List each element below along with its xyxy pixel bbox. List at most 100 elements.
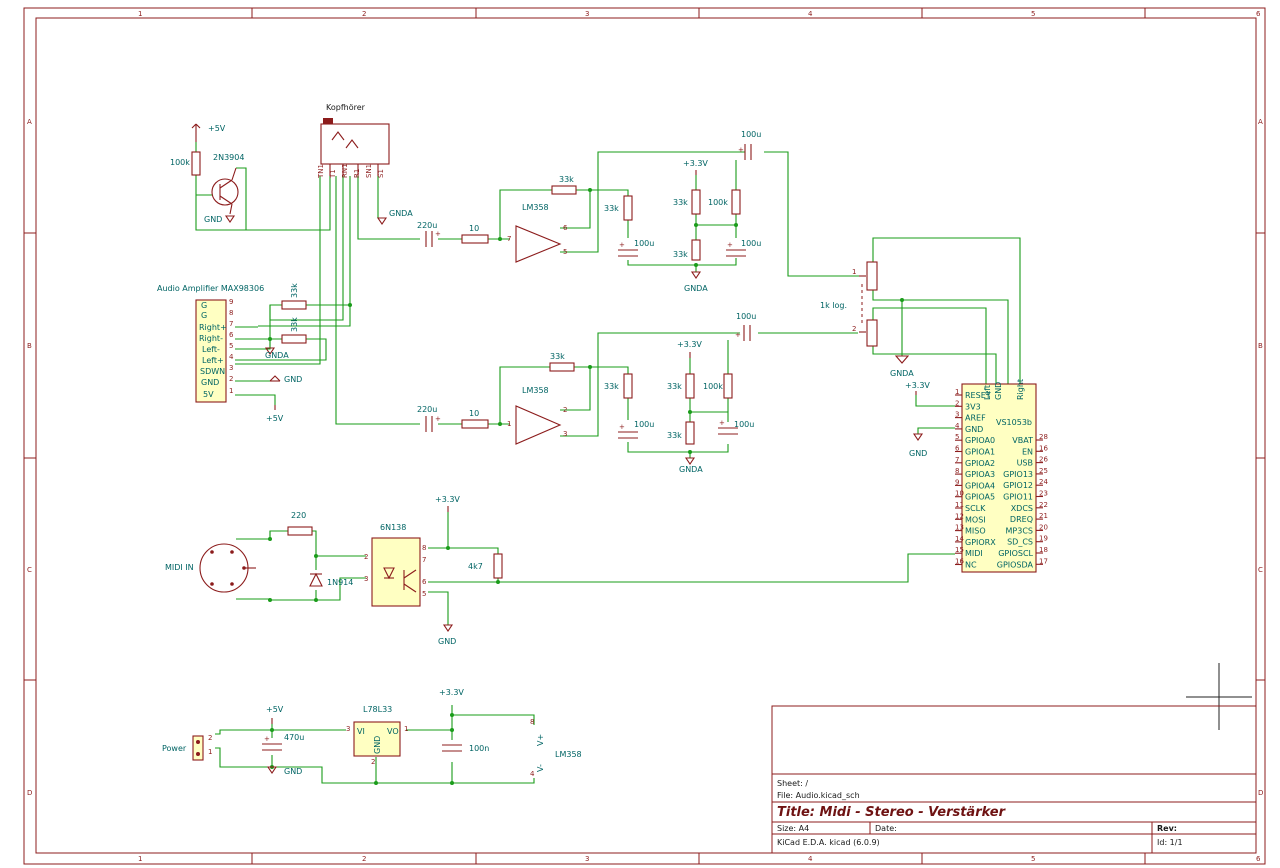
vs-left-pin-label: GPIOA0 [965, 436, 995, 445]
vs-left-pins: RESET13V32AREF3GND4GPIOA05GPIOA16GPIOA27… [955, 388, 996, 570]
lm358-power-pins: 8 4 V+ V- LM358 [530, 718, 582, 778]
vs-right-pin-num: 16 [1039, 444, 1048, 452]
svg-text:2: 2 [208, 734, 212, 742]
r33k-upper-div2-label: 33k [673, 250, 688, 259]
vs-left-pin-label: GPIOA3 [965, 470, 995, 479]
col-label-6-bottom: 6 [1256, 855, 1261, 863]
svg-text:3: 3 [346, 725, 350, 733]
amp-pin-num-9: 9 [229, 298, 233, 306]
resistor-4k7: 4k7 [468, 553, 503, 579]
jack-pin-t1: T1 [329, 169, 337, 179]
amp-pin-right-plus: Right+ [199, 323, 227, 332]
c220u-lower-label: 220u [417, 405, 437, 414]
amp-pin-sdwn: SDWN [200, 367, 225, 376]
lm358-power-label: LM358 [555, 750, 582, 759]
upper-channel: + 220u 10 7 6 5 LM358 33k 33k + 100u 33k… [417, 130, 761, 293]
schematic-title: Title: Midi - Stereo - Verstärker [777, 805, 1007, 820]
vs-left-pin-num: 9 [955, 478, 959, 486]
capacitor-470u: + 470u +5V GND [262, 705, 304, 776]
plus5v-label-amp: +5V [266, 414, 284, 423]
headphone-jack: Kopfhörer TN1 T1 RN1 R1 SN1 S1 [317, 103, 390, 179]
svg-text:1: 1 [404, 725, 408, 733]
vs-power-symbols: +3.3V GND [905, 381, 930, 458]
amp-pin-num-1: 1 [229, 387, 233, 395]
vs-left-pin-num: 8 [955, 467, 959, 475]
plus5v-power-label: +5V [266, 705, 284, 714]
col-label-4-bottom: 4 [808, 855, 813, 863]
row-label-c-right: C [1258, 566, 1263, 574]
title-block: Sheet: / File: Audio.kicad_sch Title: Mi… [771, 705, 1257, 854]
vs-left-pin-num: 11 [955, 501, 964, 509]
power-connector: 2 1 Power [162, 734, 212, 761]
c100u-lower-2-label: 100u [734, 420, 754, 429]
svg-text:7: 7 [507, 235, 511, 243]
opamp-upper-label: LM358 [522, 203, 549, 212]
vs-left-pin-num: 1 [955, 388, 959, 396]
svg-text:5: 5 [422, 590, 426, 598]
row-label-a: A [27, 118, 32, 126]
r33k-lower-div2-label: 33k [667, 431, 682, 440]
vs1053b-module: VS1053b RESET13V32AREF3GND4GPIOA05GPIOA1… [955, 379, 1048, 573]
reg-vi-label: VI [357, 727, 365, 736]
svg-text:5: 5 [563, 248, 567, 256]
r4k7-label: 4k7 [468, 562, 483, 571]
gnda-lower-label: GNDA [679, 465, 703, 474]
vs-right-pin-label: MP3CS [1006, 526, 1033, 535]
amp-pin-right-minus: Right- [199, 334, 223, 343]
vs-right-pin-num: 20 [1039, 523, 1048, 531]
r33k-upper-label: 33k [604, 204, 619, 213]
row-label-a-right: A [1258, 118, 1263, 126]
midi-in-connector: MIDI IN [165, 543, 256, 593]
row-label-b-right: B [1258, 342, 1263, 350]
vs-left-pin-label: SCLK [965, 504, 986, 513]
r33k-lower-div1-label: 33k [667, 382, 682, 391]
svg-text:4: 4 [530, 770, 535, 778]
reg-vo-label: VO [387, 727, 399, 736]
vs-right-pin-label: GPIOSCL [998, 549, 1033, 558]
vs-left-pin-label: GPIOA1 [965, 448, 995, 457]
svg-text:1: 1 [852, 268, 856, 276]
potentiometer-1k-log: 1 2 1k log. GNDA [820, 261, 914, 378]
jack-pin-rn1: RN1 [341, 163, 349, 178]
amp-pin-num-3: 3 [229, 364, 233, 372]
amp-pin-num-7: 7 [229, 320, 233, 328]
vs-left-pin-num: 3 [955, 411, 959, 419]
svg-text:6: 6 [563, 224, 568, 232]
amp-pin-gnd: GND [201, 378, 219, 387]
vs-right-pin-label: XDCS [1011, 504, 1033, 513]
col-label-2-bottom: 2 [362, 855, 366, 863]
plus3v3-vs-label: +3.3V [905, 381, 930, 390]
vs-right-pin-num: 24 [1039, 478, 1048, 486]
amp-pin-num-2: 2 [229, 375, 233, 383]
vs-top-gnd: GND [994, 382, 1003, 400]
transistor-label: 2N3904 [213, 153, 244, 162]
vs-left-pin-label: GPIOA4 [965, 481, 995, 490]
col-label-3: 3 [585, 10, 589, 18]
r10-upper-label: 10 [469, 224, 479, 233]
jack-pin-s1: S1 [377, 169, 385, 178]
r33k-upper-div1-label: 33k [673, 198, 688, 207]
svg-text:8: 8 [530, 718, 534, 726]
col-label-1: 1 [138, 10, 142, 18]
gnd-vs-label: GND [909, 449, 927, 458]
jack-pin-sn1: SN1 [365, 164, 373, 178]
gnd-power-label: GND [284, 767, 302, 776]
lower-channel: + 220u 10 1 2 3 LM358 33k 33k + 100u 33k… [417, 312, 756, 474]
power-label: Power [162, 744, 187, 753]
vs-left-pin-num: 12 [955, 512, 964, 520]
reg-gnd-label: GND [373, 736, 382, 754]
regulator-label: L78L33 [363, 705, 392, 714]
vs-left-pin-label: GPIORX [965, 538, 996, 547]
gnd-label-transistor: GND [204, 215, 222, 224]
amp-pin-g2: G [201, 311, 207, 320]
svg-text:2: 2 [364, 553, 368, 561]
midi-power-symbols: +3.3V GND [435, 495, 460, 646]
svg-text:3: 3 [563, 430, 567, 438]
vs-title: VS1053b [996, 418, 1032, 427]
gnda-label-amp: GNDA [265, 351, 289, 360]
svg-text:1: 1 [208, 748, 212, 756]
c470u-label: 470u [284, 733, 304, 742]
opamp-lower-label: LM358 [522, 386, 549, 395]
row-label-d: D [27, 789, 32, 797]
audio-amplifier-max98306: Audio Amplifier MAX98306 G G Right+ Righ… [157, 284, 264, 403]
